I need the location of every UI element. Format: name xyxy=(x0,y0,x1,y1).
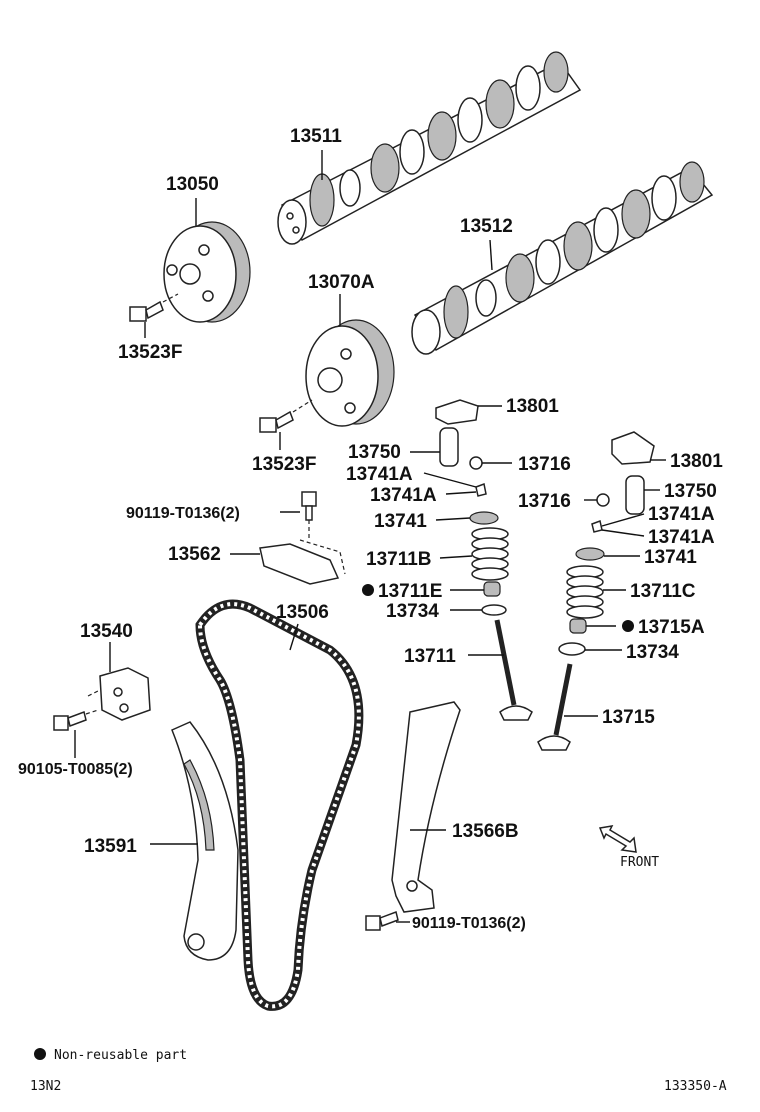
label-13741A-right-1: 13741A xyxy=(648,504,715,525)
label-13741A-left-1: 13741A xyxy=(346,464,413,485)
label-13711B: 13711B xyxy=(366,549,432,570)
rocker-arm-13801-left xyxy=(435,399,479,425)
tensioner-13540 xyxy=(87,667,151,721)
label-13523F-lower: 13523F xyxy=(252,454,316,475)
label-90105: 90105-T0085(2) xyxy=(18,761,133,778)
shim-13716-left xyxy=(469,456,483,470)
label-13512: 13512 xyxy=(460,216,513,237)
sprocket-13070A xyxy=(305,319,395,427)
legend-text: Non-reusable part xyxy=(54,1048,187,1063)
retainer-13741-left xyxy=(469,511,499,525)
label-90119-lower: 90119-T0136(2) xyxy=(412,915,526,932)
label-13566B: 13566B xyxy=(452,821,519,842)
chain-guide-13566B xyxy=(391,701,461,913)
spring-13711B xyxy=(471,527,509,581)
label-13591: 13591 xyxy=(84,836,137,857)
front-label: FRONT xyxy=(620,855,659,870)
spring-13711C xyxy=(566,565,604,619)
keepers-13741A-left xyxy=(475,482,487,497)
label-13734-left: 13734 xyxy=(386,601,439,622)
label-13716-left: 13716 xyxy=(518,454,571,475)
label-13711E: 13711E xyxy=(378,581,442,602)
label-13511: 13511 xyxy=(290,126,342,147)
bolt-90105 xyxy=(53,709,99,731)
label-13715A: 13715A xyxy=(638,617,705,638)
label-13523F-upper: 13523F xyxy=(118,342,182,363)
lash-adjuster-13750-left xyxy=(439,427,459,467)
label-13716-right: 13716 xyxy=(518,491,571,512)
label-13562: 13562 xyxy=(168,544,221,565)
rocker-arm-13801-right xyxy=(611,431,655,465)
label-13711C: 13711C xyxy=(630,581,696,602)
label-13750-right: 13750 xyxy=(664,481,717,502)
label-13801-right: 13801 xyxy=(670,451,723,472)
retainer-13741-right xyxy=(575,547,605,561)
label-13050: 13050 xyxy=(166,174,219,195)
shim-13716-right xyxy=(596,493,610,507)
label-13734-right: 13734 xyxy=(626,642,679,663)
legend-bullet xyxy=(34,1048,46,1060)
timing-chain-13506 xyxy=(195,599,364,1011)
footer-left-code: 13N2 xyxy=(30,1079,61,1094)
bolt-13523F-lower xyxy=(259,399,313,433)
washer-13734-left xyxy=(481,604,507,616)
label-13711: 13711 xyxy=(404,646,456,667)
label-13506: 13506 xyxy=(276,602,329,623)
label-13750-left: 13750 xyxy=(348,442,401,463)
label-13801-left: 13801 xyxy=(506,396,559,417)
label-13741A-right-2: 13741A xyxy=(648,527,715,548)
sprocket-13050 xyxy=(163,221,251,323)
chain-slipper-13591 xyxy=(171,721,239,961)
lash-adjuster-13750-right xyxy=(625,475,645,515)
footer-right-code: 133350-A xyxy=(664,1079,727,1094)
label-90119-upper: 90119-T0136(2) xyxy=(126,505,240,522)
chain-guide-13562 xyxy=(259,539,346,585)
label-13715: 13715 xyxy=(602,707,655,728)
bolt-90119-lower xyxy=(365,911,399,931)
label-13741A-left-2: 13741A xyxy=(370,485,437,506)
seal-13711E xyxy=(483,581,501,597)
non-reusable-marker-13715A xyxy=(622,620,634,632)
valve-13711 xyxy=(494,619,533,721)
seal-13715A xyxy=(569,618,587,634)
label-13741-right: 13741 xyxy=(644,547,697,568)
label-13741-left: 13741 xyxy=(374,511,427,532)
label-13540: 13540 xyxy=(80,621,133,642)
non-reusable-marker-13711E xyxy=(362,584,374,596)
bolt-13523F-upper xyxy=(129,293,179,322)
front-arrow-icon xyxy=(598,825,637,853)
washer-13734-right xyxy=(558,642,586,656)
valve-13715 xyxy=(537,663,573,751)
leader-lines xyxy=(74,150,666,923)
label-13070A: 13070A xyxy=(308,272,375,293)
keepers-13741A-right xyxy=(591,519,603,533)
bolt-90119-upper xyxy=(301,491,317,540)
camshaft-13512 xyxy=(411,161,714,355)
camshaft-13511 xyxy=(277,51,582,245)
